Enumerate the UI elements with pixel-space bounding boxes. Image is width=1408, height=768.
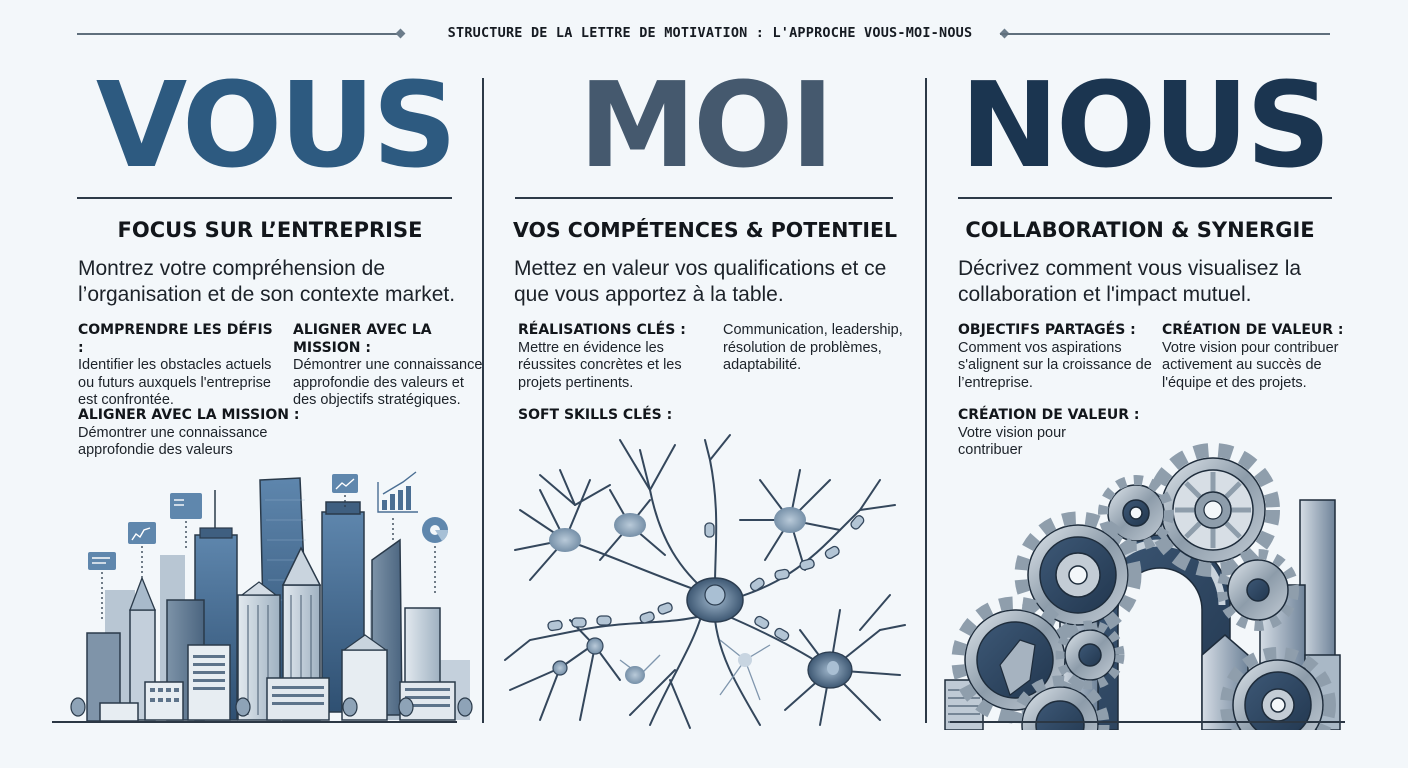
info-block-heading: SOFT SKILLS CLÉS : [518,407,673,423]
header-rule-right [1000,33,1330,35]
header-bar: STRUCTURE DE LA LETTRE DE MOTIVATION : L… [0,22,1408,46]
column-divider [925,78,927,723]
keyword-underline [515,197,893,199]
info-block-text: Mettre en évidence les réussites concrèt… [518,339,682,391]
column-moi: MOI VOS COMPÉTENCES & POTENTIEL Mettez e… [490,60,920,740]
info-block: SOFT SKILLS CLÉS : [518,407,718,425]
info-block-text: Identifier les obstacles actuels ou futu… [78,357,272,408]
info-block-heading: RÉALISATIONS CLÉS : [518,322,686,338]
gears-arch-illustration [944,443,1341,730]
info-block-text: Comment vos aspirations s'alignent sur l… [958,339,1152,391]
city-skyline-illustration [70,471,473,722]
info-block: CRÉATION DE VALEUR : Votre vision pour c… [958,407,1140,460]
info-block-heading: OBJECTIFS PARTAGÉS : [958,322,1136,338]
info-block-text: Votre vision pour contribuer activement … [1162,339,1339,391]
header-rule-left [77,33,397,35]
column-subtitle: FOCUS SUR L’ENTREPRISE [117,218,423,242]
column-keyword: MOI [578,56,835,194]
info-block-text: Communication, leadership, résolution de… [723,322,903,373]
info-block: CRÉATION DE VALEUR : Votre vision pour c… [1162,322,1352,392]
column-lead: Décrivez comment vous visualisez la coll… [958,257,1302,306]
keyword-underline [77,197,452,199]
info-block-text: Démontrer une connaissance approfondie d… [78,424,268,459]
info-block-heading: ALIGNER AVEC LA MISSION : [293,322,432,356]
info-block: RÉALISATIONS CLÉS : Mettre en évidence l… [518,322,708,392]
page-title: STRUCTURE DE LA LETTRE DE MOTIVATION : L… [447,25,973,41]
column-divider [482,78,484,723]
column-keyword: VOUS [95,56,457,194]
info-block: Communication, leadership, résolution de… [723,322,903,375]
info-block-heading: ALIGNER AVEC LA MISSION : [78,407,300,423]
column-lead: Montrez votre compréhension de l’organis… [78,257,456,306]
info-block: COMPRENDRE LES DÉFIS : Identifier les ob… [78,322,278,410]
info-block-heading: CRÉATION DE VALEUR : [958,407,1140,423]
column-lead: Mettez en valeur vos qualifications et c… [514,257,887,306]
column-vous: VOUS FOCUS SUR L’ENTREPRISE Montrez votr… [52,56,483,740]
column-nous: NOUS COLLABORATION & SYNERGIE Décrivez c… [930,60,1350,740]
ground-line [950,721,1345,723]
info-block-heading: CRÉATION DE VALEUR : [1162,322,1344,338]
diamond-bullet-icon [395,28,406,39]
keyword-underline [958,197,1332,199]
info-block-text: Démontrer une connaissance approfondie d… [293,357,483,408]
column-subtitle: COLLABORATION & SYNERGIE [965,218,1315,242]
info-block: OBJECTIFS PARTAGÉS : Comment vos aspirat… [958,322,1158,392]
ground-line [52,721,457,723]
neuron-network-illustration [504,434,906,729]
info-block-text: Votre vision pour contribuer [958,424,1067,459]
info-block: ALIGNER AVEC LA MISSION : Démontrer une … [78,407,300,460]
column-subtitle: VOS COMPÉTENCES & POTENTIEL [512,218,898,242]
info-block-heading: COMPRENDRE LES DÉFIS : [78,322,273,356]
info-block: ALIGNER AVEC LA MISSION : Démontrer une … [293,322,483,410]
column-keyword: NOUS [960,56,1331,194]
